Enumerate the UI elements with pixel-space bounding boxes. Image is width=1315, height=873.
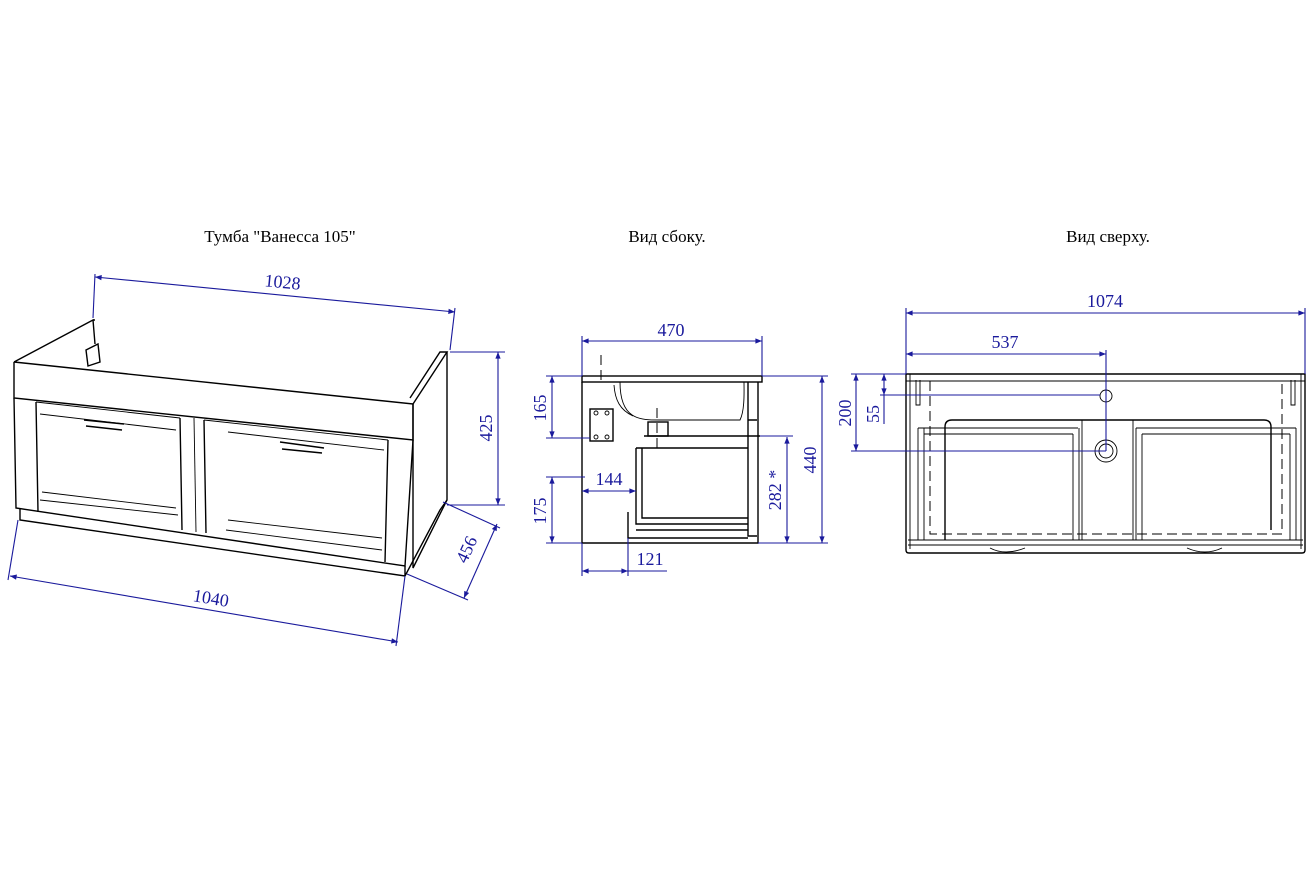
side-view xyxy=(581,355,763,544)
dim-55: 55 xyxy=(863,405,883,423)
dim-121: 121 xyxy=(637,549,664,569)
top-dimensions: 1074 537 200 55 xyxy=(835,291,1306,452)
dim-1040: 1040 xyxy=(192,585,231,611)
dim-144: 144 xyxy=(596,469,623,489)
isometric-view xyxy=(13,318,449,577)
dim-456: 456 xyxy=(452,533,482,566)
dim-1028: 1028 xyxy=(264,270,302,293)
top-view xyxy=(905,373,1306,554)
dim-165: 165 xyxy=(530,395,550,422)
dim-470: 470 xyxy=(658,320,685,340)
title-top-view: Вид сверху. xyxy=(1066,227,1150,246)
dim-175: 175 xyxy=(530,498,550,525)
iso-dimensions: 1028 1040 425 456 xyxy=(7,270,505,647)
title-side-view: Вид сбоку. xyxy=(628,227,705,246)
dim-425: 425 xyxy=(476,415,496,442)
dim-200: 200 xyxy=(835,400,855,427)
dim-440: 440 xyxy=(800,447,820,474)
title-main: Тумба "Ванесса 105" xyxy=(204,227,355,246)
dim-282: 282 * xyxy=(765,470,785,511)
dim-537: 537 xyxy=(992,332,1019,352)
dim-1074: 1074 xyxy=(1087,291,1123,311)
side-dimensions: 470 165 175 144 121 282 * 440 xyxy=(530,320,828,576)
